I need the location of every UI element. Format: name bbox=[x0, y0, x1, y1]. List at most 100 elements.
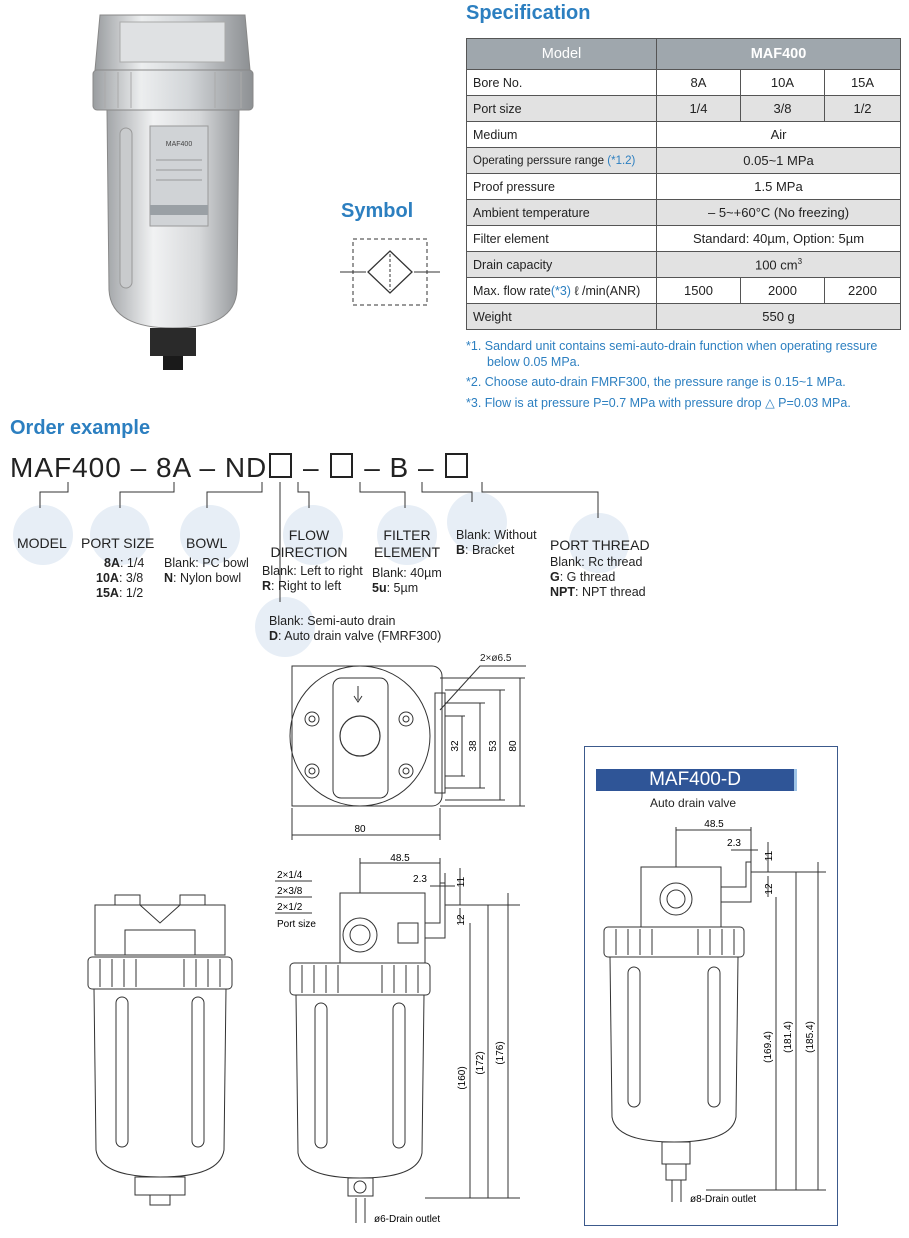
spec-table: Model MAF400 Bore No. 8A 10A 15A Port si… bbox=[466, 38, 902, 330]
spec-header-row: Model MAF400 bbox=[466, 38, 902, 70]
bowl-opt: Blank: PC bowl bbox=[164, 556, 249, 570]
symbol-heading: Symbol bbox=[341, 200, 414, 222]
filter-options: Blank: 40µm 5u: 5µm bbox=[372, 566, 442, 596]
code-dash: – bbox=[364, 452, 381, 483]
code-bracket: B bbox=[389, 452, 410, 483]
port-opt: 10A: 3/8 bbox=[96, 571, 144, 586]
spec-value: Standard: 40µm, Option: 5µm bbox=[655, 225, 902, 252]
flow-title-2: DIRECTION bbox=[270, 544, 348, 560]
auto-dim-181-4: (181.4) bbox=[783, 1021, 794, 1053]
opt-text: : Auto drain valve (FMRF300) bbox=[278, 629, 442, 643]
opt-text: : G thread bbox=[559, 570, 616, 584]
spec-label: Drain capacity bbox=[466, 251, 657, 278]
code-box-filter bbox=[330, 453, 354, 478]
drain-options: Blank: Semi-auto drain D: Auto drain val… bbox=[269, 614, 441, 644]
spec-label: Max. flow rate(*3) ℓ /min(ANR) bbox=[466, 277, 657, 304]
dim-172: (172) bbox=[475, 1051, 486, 1074]
label-port-size: PORT SIZE bbox=[81, 535, 155, 551]
thread-opt: Blank: Rc thread bbox=[550, 555, 643, 569]
drain-opt: Blank: Semi-auto drain bbox=[269, 614, 396, 628]
circle-flow bbox=[283, 505, 343, 565]
opt-code: B bbox=[456, 543, 466, 557]
flow-opt: Blank: Left to right bbox=[262, 564, 363, 578]
flow-title-1: FLOW bbox=[288, 527, 330, 543]
spec-row-port: Port size 1/4 3/8 1/2 bbox=[466, 95, 902, 122]
thread-opt: NPT: NPT thread bbox=[550, 585, 646, 600]
spec-value: 10A bbox=[740, 69, 825, 96]
code-drain: ND bbox=[224, 452, 268, 483]
spec-value: 1/2 bbox=[823, 95, 902, 122]
code-dash: – bbox=[199, 452, 217, 483]
flow-opt: R: Right to left bbox=[262, 579, 363, 594]
drain-opt: D: Auto drain valve (FMRF300) bbox=[269, 629, 441, 644]
circle-bracket bbox=[447, 492, 507, 552]
thread-opt: G: G thread bbox=[550, 570, 646, 585]
product-photo: MAF400 bbox=[92, 14, 254, 370]
dim-80-h: 80 bbox=[508, 740, 519, 752]
spec-row-weight: Weight 550 g bbox=[466, 303, 902, 330]
opt-text: : 1/4 bbox=[119, 556, 145, 570]
circle-thread bbox=[569, 513, 629, 573]
opt-text: : Nylon bowl bbox=[173, 571, 242, 585]
dim-port-1: 2×1/4 bbox=[277, 870, 303, 881]
label-port-thread: PORT THREAD bbox=[550, 537, 650, 553]
drawing-side-view: 2×1/4 2×3/8 2×1/2 Port size 48.5 2.3 11 … bbox=[275, 853, 520, 1225]
spec-label: Bore No. bbox=[466, 69, 657, 96]
port-opt: 15A: 1/2 bbox=[96, 586, 144, 601]
drawing-front-view bbox=[87, 894, 233, 1206]
spec-header-model: MAF400 bbox=[655, 38, 902, 70]
product-label-model: MAF400 bbox=[166, 141, 193, 148]
filter-opt: 5u: 5µm bbox=[372, 581, 442, 596]
circle-port bbox=[90, 505, 150, 565]
thread-options: Blank: Rc thread G: G thread NPT: NPT th… bbox=[550, 555, 646, 600]
spec-label: Medium bbox=[466, 121, 657, 148]
spec-value: Air bbox=[655, 121, 902, 148]
spec-label-text: Operating perssure range bbox=[473, 154, 605, 167]
code-dash: – bbox=[130, 452, 148, 483]
spec-label: Weight bbox=[466, 303, 657, 330]
spec-value: 100 cm3 bbox=[655, 251, 902, 278]
spec-value-sup: 3 bbox=[797, 256, 803, 266]
opt-code: 15A bbox=[96, 586, 119, 600]
dim-12: 12 bbox=[456, 914, 467, 926]
opt-code: 10A bbox=[96, 571, 119, 585]
filter-opt: Blank: 40µm bbox=[372, 566, 442, 580]
auto-dim-185-4: (185.4) bbox=[805, 1021, 816, 1053]
bracket-opt: B: Bracket bbox=[456, 543, 537, 558]
auto-drain-title: MAF400-D bbox=[596, 769, 794, 791]
code-box-thread bbox=[445, 453, 469, 478]
code-box-flow bbox=[269, 453, 293, 478]
port-opt: 8A: 1/4 bbox=[104, 556, 144, 571]
spec-header-label: Model bbox=[466, 38, 657, 70]
spec-value: 3/8 bbox=[740, 95, 825, 122]
dim-38: 38 bbox=[468, 740, 479, 752]
dim-53: 53 bbox=[488, 740, 499, 752]
spec-note-2: *2. Choose auto-drain FMRF300, the press… bbox=[466, 375, 846, 389]
opt-text: : Right to left bbox=[271, 579, 342, 593]
spec-value: 15A bbox=[823, 69, 902, 96]
filter-title-2: ELEMENT bbox=[373, 544, 441, 560]
dim-176: (176) bbox=[495, 1041, 506, 1064]
drawing-top-view: 2×ø6.5 32 38 53 80 80 bbox=[289, 653, 526, 840]
spec-label-ref: (*3) bbox=[550, 283, 571, 298]
auto-dim-11: 11 bbox=[764, 850, 775, 861]
code-model: MAF400 bbox=[10, 452, 122, 483]
dim-2-3: 2.3 bbox=[413, 874, 427, 885]
opt-code: G bbox=[550, 570, 560, 584]
label-bowl: BOWL bbox=[186, 535, 228, 551]
opt-text: : 3/8 bbox=[118, 571, 144, 585]
spec-label: Proof pressure bbox=[466, 173, 657, 200]
auto-drain-title-accent bbox=[794, 769, 797, 791]
label-model: MODEL bbox=[17, 535, 67, 551]
dim-11: 11 bbox=[456, 876, 467, 887]
bowl-options: Blank: PC bowl N: Nylon bowl bbox=[164, 556, 249, 586]
spec-label-suffix: ℓ /min(ANR) bbox=[574, 283, 641, 298]
code-dash: – bbox=[418, 452, 435, 483]
order-heading: Order example bbox=[10, 417, 151, 439]
spec-value: 2000 bbox=[740, 277, 825, 304]
spec-row-medium: Medium Air bbox=[466, 121, 902, 148]
spec-label: Filter element bbox=[466, 225, 657, 252]
spec-value: 1.5 MPa bbox=[655, 173, 902, 200]
dim-port-2: 2×3/8 bbox=[277, 886, 303, 897]
opt-code: NPT bbox=[550, 585, 575, 599]
